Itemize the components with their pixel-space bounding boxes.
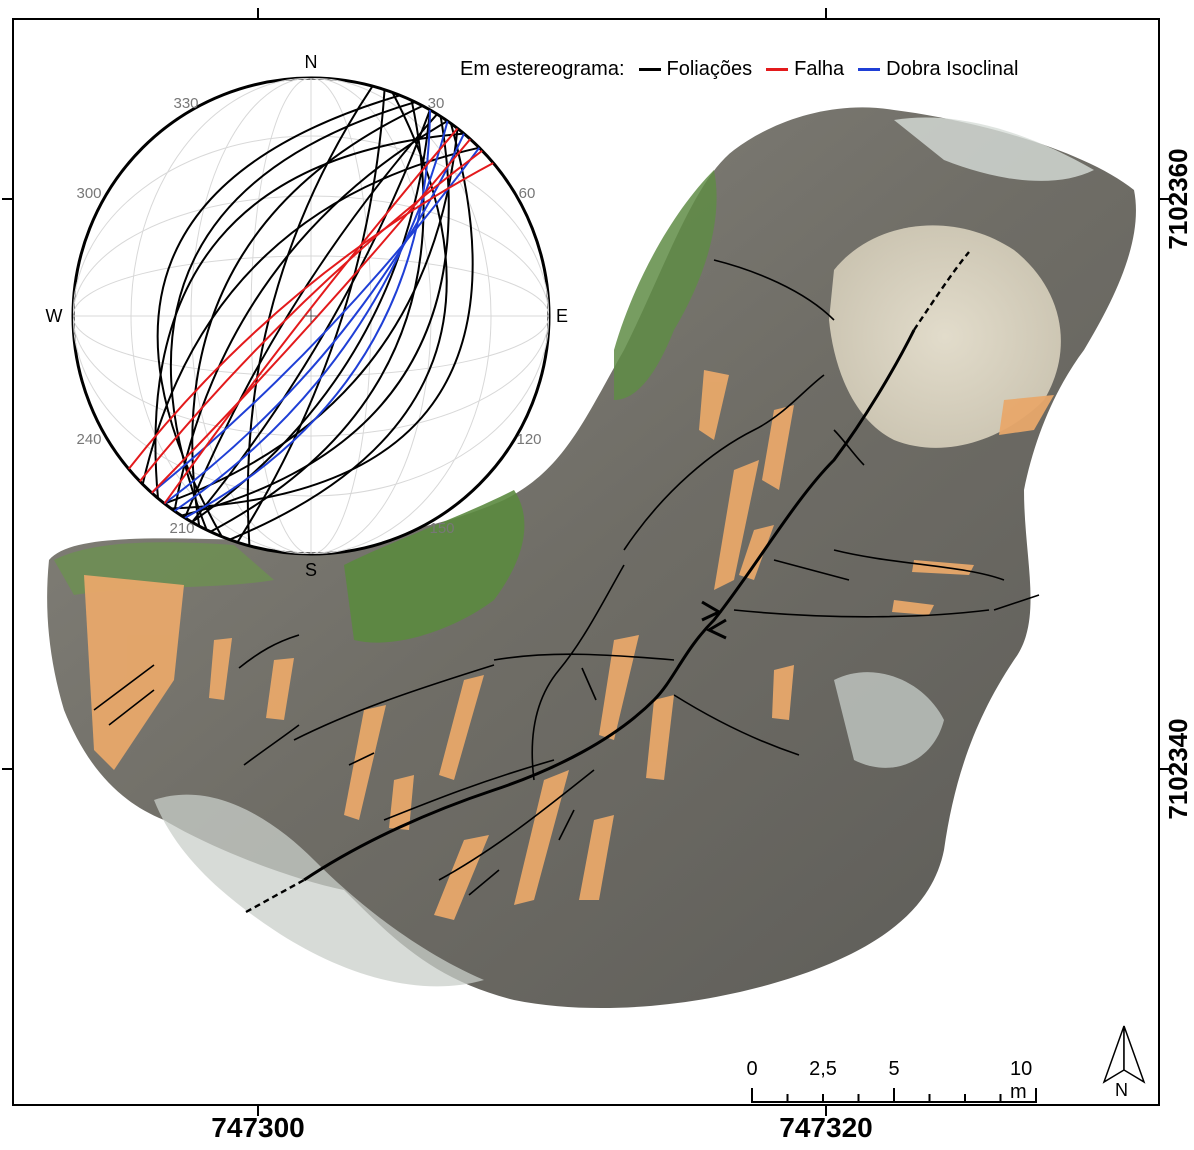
legend-line-foliations — [638, 67, 661, 71]
y-coord-label-7102340: 7102340 — [1163, 718, 1193, 820]
y-coord-label-7102360: 7102360 — [1163, 148, 1193, 250]
shear-sense-arrows — [701, 600, 727, 640]
map-canvas: N E S W 30 60 120 150 210 240 300 330 — [46, 52, 1136, 1009]
stereonet-north-label: N — [305, 52, 318, 72]
legend-line-fault — [766, 67, 789, 71]
map-frame: N E S W 30 60 120 150 210 240 300 330 Em… — [12, 18, 1160, 1106]
stereonet-foliation-plane — [171, 123, 474, 510]
azimuth-label-240: 240 — [76, 431, 101, 448]
legend-label-isoclinal-fold: Dobra Isoclinal — [886, 57, 1019, 80]
azimuth-label-210: 210 — [169, 520, 194, 537]
stereonet-fault-plane — [163, 127, 459, 505]
stereonet-foliation-plane — [191, 104, 424, 527]
azimuth-label-150: 150 — [429, 520, 454, 537]
vegetation-patch — [614, 170, 717, 400]
legend-line-isoclinal-fold — [858, 67, 881, 71]
stereonet-foliation-plane — [181, 116, 450, 517]
stereonet-fold-plane — [184, 109, 431, 519]
y-tick-7102360-right — [1160, 198, 1170, 200]
stereonet-foliation-plane — [229, 91, 448, 541]
sea-foam — [154, 794, 484, 987]
legend: Em estereograma: Foliações Falha Dobra I… — [454, 54, 1025, 84]
stereonet-fault-plane — [127, 162, 494, 470]
legend-label-fault: Falha — [794, 57, 845, 80]
y-tick-7102360-left — [2, 198, 12, 200]
stereonet-foliation-plane — [191, 109, 431, 523]
stereonet-foliation-plane — [209, 100, 425, 533]
stereonet-labels: N E S W 30 60 120 150 210 240 300 330 — [46, 52, 569, 580]
stereonet-fold-plane — [151, 147, 481, 494]
highlight-layers — [84, 370, 1054, 920]
fault-trace — [303, 329, 916, 882]
azimuth-label-300: 300 — [76, 185, 101, 202]
y-tick-7102340-left — [2, 768, 12, 770]
foliation-traces — [93, 259, 1040, 896]
sand-area — [829, 225, 1061, 448]
azimuth-label-60: 60 — [519, 185, 536, 202]
x-tick-747300-bottom — [257, 1106, 259, 1116]
scale-bar-graphic — [751, 1088, 1037, 1103]
stereonet-south-label: S — [305, 560, 317, 580]
legend-item-isoclinal-fold: Dobra Isoclinal — [858, 58, 1018, 81]
azimuth-label-120: 120 — [516, 431, 541, 448]
stereonet-west-label: W — [46, 306, 63, 326]
sea-foam — [834, 672, 944, 768]
stereonet-fault-plane — [139, 149, 483, 482]
legend-item-foliations: Foliações — [638, 57, 753, 81]
stereonet-fault-plane — [151, 138, 472, 494]
x-coord-label-747300: 747300 — [211, 1112, 305, 1143]
north-arrow-icon — [1102, 1025, 1146, 1084]
stereonet-fold-plane — [173, 120, 449, 512]
x-tick-747320-bottom — [825, 1106, 827, 1116]
x-tick-747320-top — [825, 8, 827, 18]
stereonet-foliation-plane — [154, 132, 465, 499]
scale-label-5: 5 — [888, 1058, 900, 1080]
stereonet-east-label: E — [556, 306, 568, 326]
vegetation-patch — [344, 490, 525, 643]
legend-title: Em estereograma: — [460, 57, 625, 80]
fault-trace-inferred — [245, 251, 970, 914]
azimuth-label-30: 30 — [428, 95, 445, 112]
sea-foam — [894, 117, 1094, 181]
stereonet-foliation-plane — [183, 113, 438, 519]
scale-label-0: 0 — [746, 1058, 758, 1080]
stereonet-foliation-plane — [173, 120, 449, 512]
x-tick-747300-top — [257, 8, 259, 18]
north-arrow-label: N — [1115, 1080, 1128, 1100]
scale-label-2-5: 2,5 — [809, 1058, 837, 1080]
y-tick-7102340-right — [1160, 768, 1170, 770]
azimuth-label-330: 330 — [173, 95, 198, 112]
scale-bar: 0 2,5 5 10 m — [742, 1058, 1052, 1104]
stereonet — [71, 76, 551, 556]
north-arrow: N — [1102, 1020, 1158, 1104]
stereonet-foliation-plane — [169, 101, 416, 531]
scale-label-10m: 10 m — [1010, 1058, 1033, 1103]
legend-item-fault: Falha — [766, 58, 844, 81]
stereonet-foliation-plane — [164, 128, 459, 505]
x-coord-label-747320: 747320 — [779, 1112, 873, 1143]
stereonet-foliation-plane — [141, 146, 480, 485]
legend-label-foliations: Foliações — [666, 57, 753, 80]
stereonet-fold-plane — [163, 133, 465, 505]
